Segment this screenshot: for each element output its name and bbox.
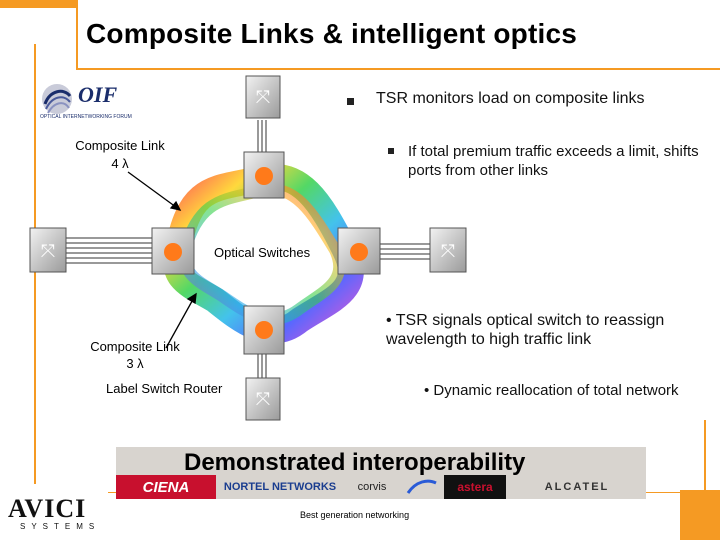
ciena-logo: CIENA [116, 475, 216, 499]
bullet-square-1 [347, 98, 354, 105]
router-bottom: ⤧ [245, 377, 281, 421]
oif-swirl-icon [42, 84, 72, 114]
svg-text:⤧: ⤧ [41, 241, 55, 262]
bullet-text-2: If total premium traffic exceeds a limit… [408, 143, 699, 179]
bullet-text-1: TSR monitors load on composite links [376, 90, 645, 107]
bullet-text-4: • Dynamic reallocation of total network [424, 382, 679, 399]
avici-logo-subtitle: SYSTEMS [20, 522, 101, 531]
optical-switch-right [337, 227, 381, 275]
accent-bar-top [0, 0, 76, 8]
optical-switch-top [243, 151, 285, 199]
oif-logo-text: OIF [78, 82, 118, 107]
astera-logo: astera [444, 475, 506, 499]
router-top: ⤧ [245, 75, 281, 119]
nortel-logo: NORTEL NETWORKS [223, 481, 337, 493]
label-switch-router-label: Label Switch Router [106, 381, 223, 396]
fiber-bundle-top [257, 120, 267, 152]
corner-accent-box [680, 490, 720, 540]
alcatel-logo: ALCATEL [544, 481, 610, 493]
bullet-square-2 [388, 148, 394, 154]
avici-logo: AVICI SYSTEMS [8, 494, 108, 538]
footer-tagline: Best generation networking [300, 510, 410, 520]
banner-title: Demonstrated interoperability [184, 449, 526, 476]
accent-line-right [704, 420, 706, 530]
accent-line-vertical-top [76, 0, 78, 70]
pointer-arrows [127, 171, 197, 349]
router-right: ⤧ [429, 227, 467, 273]
composite-link-4-wavelengths: 4 λ [111, 156, 129, 171]
bullet-text-3: • TSR signals optical switch to reassign… [386, 312, 665, 348]
router-left: ⤧ [29, 227, 67, 273]
partner-logos-row: CIENA NORTEL NETWORKS corvis astera ALCA… [116, 475, 646, 499]
svg-text:⤧: ⤧ [441, 241, 455, 262]
swoosh-logo [404, 475, 440, 499]
optical-switch-left [151, 227, 195, 275]
optical-switches-label: Optical Switches [214, 245, 311, 260]
fiber-bundle-right [380, 243, 430, 260]
network-diagram: ⤧ ⤧ ⤧ ⤧ [29, 75, 467, 421]
fiber-bundle-bottom [257, 354, 267, 380]
slide-title: Composite Links & intelligent optics [86, 18, 578, 49]
avici-logo-text: AVICI [8, 494, 87, 523]
composite-link-3-wavelengths: 3 λ [126, 356, 144, 371]
svg-text:⤧: ⤧ [256, 87, 270, 108]
svg-text:⤧: ⤧ [256, 389, 270, 410]
oif-logo: OIF OPTICAL INTERNETWORKING FORUM [40, 80, 170, 124]
composite-link-3-label: Composite Link [90, 339, 180, 354]
fiber-bundle-left [66, 237, 152, 264]
corvis-logo: corvis [357, 481, 387, 493]
optical-switch-bottom [243, 305, 285, 355]
swoosh-icon [406, 479, 437, 494]
composite-link-4-label: Composite Link [75, 138, 165, 153]
title-underline [76, 68, 720, 70]
oif-logo-subtitle: OPTICAL INTERNETWORKING FORUM [40, 114, 132, 120]
